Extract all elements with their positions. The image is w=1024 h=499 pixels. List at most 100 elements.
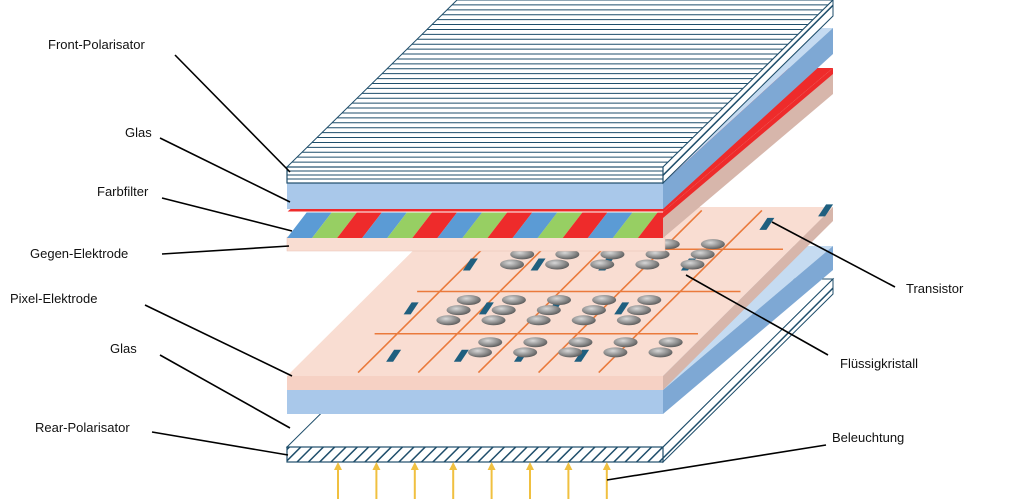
- label-glas-bottom: Glas: [110, 341, 137, 356]
- transistor: [818, 204, 834, 217]
- transistor: [759, 217, 775, 230]
- liquid-crystal: [558, 347, 583, 358]
- leader-glas-bottom: [159, 354, 291, 429]
- liquid-crystal: [446, 305, 471, 316]
- liquid-crystal: [600, 249, 625, 260]
- liquid-crystal: [627, 305, 652, 316]
- backlight-arrows: [334, 462, 611, 499]
- rear-polarizer-front: [286, 446, 664, 463]
- liquid-crystal: [613, 337, 638, 348]
- color-filter-stripes: [287, 211, 663, 238]
- transistor: [453, 349, 469, 362]
- transistor: [530, 258, 546, 271]
- color-filter-stripe-red: [337, 212, 383, 238]
- counter-electrode-front: [286, 236, 666, 252]
- label-pixel-elektrode: Pixel-Elektrode: [10, 291, 98, 306]
- color-filter-stripe-blue: [587, 212, 633, 238]
- liquid-crystal: [680, 259, 705, 270]
- color-filter-stripe-blue: [287, 212, 333, 238]
- liquid-crystal: [571, 315, 596, 326]
- front-polarizer-front-lines: [287, 170, 663, 180]
- pixel-electrode-front: [287, 376, 663, 390]
- liquid-crystal: [616, 315, 641, 326]
- liquid-crystal: [555, 249, 580, 260]
- transistor: [462, 258, 478, 271]
- transistor: [478, 302, 494, 315]
- liquid-crystal: [523, 337, 548, 348]
- color-filter-stripe-green: [462, 212, 508, 238]
- color-filter-stripe-green: [537, 212, 583, 238]
- liquid-crystal: [481, 315, 506, 326]
- light-arrow-head: [449, 462, 458, 470]
- leader-lines: [144, 54, 896, 481]
- light-arrow-head: [564, 462, 573, 470]
- label-beleuchtung: Beleuchtung: [832, 430, 905, 445]
- liquid-crystal: [658, 337, 683, 348]
- color-filter-stripe-red: [637, 212, 663, 238]
- liquid-crystal: [635, 259, 660, 270]
- label-fluessigkristall: Flüssigkristall: [840, 356, 919, 371]
- color-filter-stripe-red: [562, 212, 608, 238]
- light-arrow-head: [372, 462, 381, 470]
- front-polarizer-layer: [285, 0, 834, 185]
- liquid-crystal: [436, 315, 461, 326]
- pixel-electrode-side: [663, 207, 833, 390]
- color-filter-stripe-green: [612, 212, 658, 238]
- liquid-crystal: [645, 249, 670, 260]
- liquid-crystal: [478, 337, 503, 348]
- leader-fluessigkristall: [685, 274, 829, 356]
- liquid-crystal: [648, 347, 673, 358]
- color-filter-stripe-blue: [362, 212, 408, 238]
- label-glas-top: Glas: [125, 125, 152, 140]
- liquid-crystal: [468, 347, 492, 358]
- color-filter-stripe-blue: [512, 212, 558, 238]
- leader-pixel-elektrode: [144, 304, 293, 377]
- leader-transistor: [771, 221, 896, 288]
- liquid-crystal: [545, 259, 570, 270]
- color-filter-stripe-green: [387, 212, 433, 238]
- liquid-crystal: [500, 259, 524, 270]
- transistor: [574, 349, 590, 362]
- label-farbfilter: Farbfilter: [97, 184, 149, 199]
- liquid-crystal: [456, 294, 481, 305]
- color-filter-side: [663, 68, 833, 238]
- liquid-crystal: [536, 305, 561, 316]
- label-front-polarisator: Front-Polarisator: [48, 37, 145, 52]
- liquid-crystal: [491, 305, 516, 316]
- liquid-crystal: [590, 259, 615, 270]
- light-arrow-head: [602, 462, 611, 470]
- leader-farbfilter: [161, 197, 293, 232]
- color-filter-stripe-green: [312, 212, 358, 238]
- liquid-crystal: [637, 294, 662, 305]
- label-transistor: Transistor: [906, 281, 964, 296]
- liquid-crystal: [513, 347, 538, 358]
- transistor: [403, 302, 419, 315]
- liquid-crystal: [581, 305, 606, 316]
- grid-col-line: [537, 209, 703, 374]
- light-arrow-head: [334, 462, 342, 470]
- leader-glas-top: [159, 137, 291, 203]
- light-arrow-head: [487, 462, 496, 470]
- counter-electrode-layer: [286, 236, 666, 252]
- light-arrow-head: [410, 462, 419, 470]
- color-filter-stripe-red: [412, 212, 458, 238]
- liquid-crystal: [501, 294, 526, 305]
- glass-bottom-front: [287, 390, 663, 414]
- glass-bottom-side: [663, 246, 833, 414]
- liquid-crystal: [568, 337, 593, 348]
- leader-gegen-elektrode: [161, 245, 290, 255]
- liquid-crystal: [700, 239, 725, 250]
- liquid-crystal: [592, 294, 617, 305]
- liquid-crystal: [526, 315, 551, 326]
- label-rear-polarisator: Rear-Polarisator: [35, 420, 130, 435]
- leader-front-polarisator: [174, 54, 291, 173]
- glass-top-side: [663, 28, 833, 209]
- liquid-crystal: [690, 249, 715, 260]
- label-gegen-elektrode: Gegen-Elektrode: [30, 246, 129, 261]
- transistor: [386, 349, 402, 362]
- glass-top-front: [287, 183, 663, 209]
- leader-rear-polarisator: [151, 431, 289, 456]
- transistor: [614, 302, 630, 315]
- front-polarizer-lines: [292, 4, 828, 163]
